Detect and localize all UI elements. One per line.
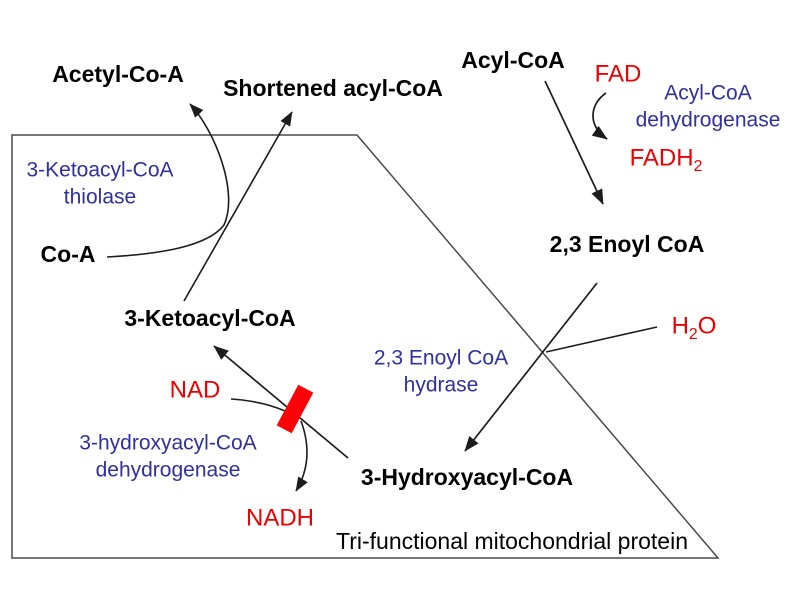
enzyme-ketoacyl-thiolase-line1: 3-Ketoacyl-CoA: [26, 158, 174, 182]
enzyme-acyl-coa-dehydrogenase-line1: Acyl-CoA: [664, 81, 752, 105]
arrow-coa-to-acetylcoa: [106, 103, 230, 258]
node-acetyl-coa: Acetyl-Co-A: [52, 61, 184, 88]
line-h2o-input: [545, 326, 658, 353]
diagram-caption: Tri-functional mitochondrial protein: [336, 528, 688, 555]
arrow-hydroxyacylcoa-to-ketoacylcoa: [213, 345, 349, 459]
trifunctional-protein-boundary: [11, 134, 720, 559]
enzyme-acyl-coa-dehydrogenase-line2: dehydrogenase: [635, 109, 781, 132]
node-coa: Co-A: [40, 241, 96, 268]
cofactor-fadh2-sub: 2: [693, 158, 703, 176]
cofactor-h2o-h: H: [671, 312, 689, 340]
enzyme-ketoacyl-thiolase-line2: thiolase: [63, 186, 137, 209]
node-acyl-coa: Acyl-CoA: [461, 47, 565, 74]
cofactor-nad: NAD: [169, 376, 221, 404]
enzyme-hydroxyacyl-dehydrogenase-line1: 3-hydroxyacyl-CoA: [79, 431, 257, 455]
cofactor-h2o-sub: 2: [688, 326, 698, 344]
arrow-ketoacylcoa-to-shortened: [183, 111, 293, 302]
cofactor-fadh2: FADH2: [629, 142, 703, 176]
cofactor-nadh: NADH: [245, 504, 315, 532]
enzyme-enoyl-coa-hydrase-line2: hydrase: [403, 374, 479, 397]
arrow-fad-to-fadh2: [591, 92, 608, 140]
enzyme-ketoacyl-thiolase: 3-Ketoacyl-CoA thiolase: [26, 157, 173, 212]
inhibition-block: [276, 384, 314, 434]
enzyme-hydroxyacyl-dehydrogenase: 3-hydroxyacyl-CoA dehydrogenase: [79, 430, 256, 485]
node-enoyl-coa: 2,3 Enoyl CoA: [549, 231, 705, 258]
cofactor-fadh2-main: FADH: [629, 144, 694, 172]
node-shortened-acyl-coa: Shortened acyl-CoA: [223, 75, 443, 102]
line-nad-input: [230, 398, 286, 412]
node-ketoacyl-coa: 3-Ketoacyl-CoA: [124, 305, 296, 332]
enzyme-enoyl-coa-hydrase: 2,3 Enoyl CoA hydrase: [374, 345, 508, 400]
arrow-to-nadh: [295, 420, 308, 492]
cofactor-h2o: H2O: [671, 310, 717, 344]
node-hydroxyacyl-coa: 3-Hydroxyacyl-CoA: [360, 464, 574, 491]
cofactor-h2o-o: O: [697, 312, 717, 340]
cofactor-fad: FAD: [594, 60, 642, 88]
enzyme-hydroxyacyl-dehydrogenase-line2: dehydrogenase: [95, 459, 241, 482]
enzyme-enoyl-coa-hydrase-line1: 2,3 Enoyl CoA: [373, 346, 509, 370]
arrow-enoylcoa-to-hydroxyacylcoa: [464, 282, 598, 452]
arrow-acylcoa-to-enoylcoa: [544, 80, 604, 205]
enzyme-acyl-coa-dehydrogenase: Acyl-CoA dehydrogenase: [636, 80, 781, 135]
